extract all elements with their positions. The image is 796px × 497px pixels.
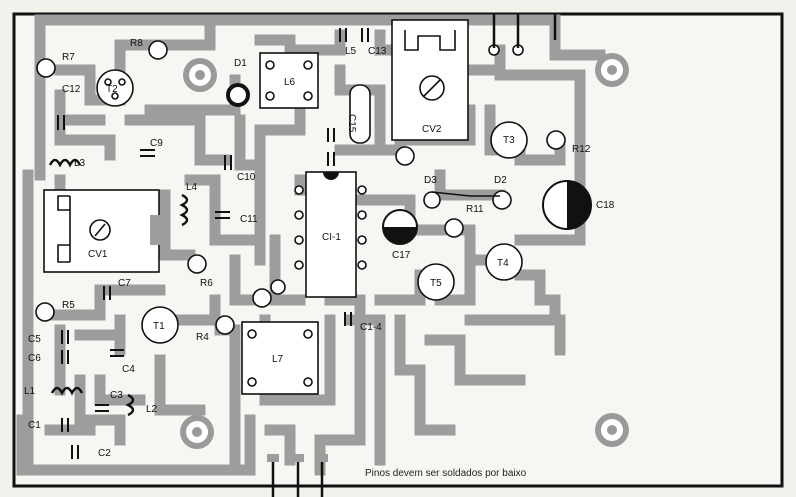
label-ci1: CI-1 [322, 232, 341, 243]
label-d1: D1 [234, 58, 247, 69]
transistor-t3 [490, 121, 528, 159]
trimmer-capacitor-cv2 [391, 19, 469, 141]
label-d2: D2 [494, 175, 507, 186]
label-r5: R5 [62, 300, 75, 311]
coil-l3 [48, 158, 82, 168]
label-r11: R11 [466, 204, 484, 215]
label-cv1: CV1 [88, 249, 108, 260]
coil-l1 [50, 386, 84, 396]
label-c2: C2 [98, 448, 111, 459]
mounting-hole [180, 415, 214, 449]
label-c5: C5 [28, 334, 41, 345]
label-c17: C17 [392, 250, 411, 261]
header-pins [267, 14, 557, 497]
ceramic-capacitors [57, 28, 369, 459]
label-t5: T5 [430, 278, 442, 289]
label-l2: L2 [146, 404, 158, 415]
label-cv2: CV2 [422, 124, 442, 135]
label-c3: C3 [110, 390, 123, 401]
label-d3: D3 [424, 175, 437, 186]
transistor-t4 [485, 243, 523, 281]
label-c14: C1-4 [360, 322, 382, 333]
label-c7: C7 [118, 278, 131, 289]
electrolytic-capacitor-c17 [382, 209, 418, 245]
solder-note: Pinos devem ser soldados por baixo [365, 468, 527, 479]
component-labels: R7 C12 T2 R8 D1 L6 L5 C13 CV2 R12 T3 C9 … [24, 38, 615, 459]
label-r12: R12 [572, 144, 591, 155]
label-c9: C9 [150, 138, 163, 149]
label-l1: L1 [24, 386, 36, 397]
label-l7: L7 [272, 354, 284, 365]
label-c6: C6 [28, 353, 41, 364]
label-l4: L4 [186, 182, 198, 193]
label-t3: T3 [503, 135, 515, 146]
label-l3: L3 [74, 158, 86, 169]
label-t4: T4 [497, 258, 509, 269]
label-c12: C12 [62, 84, 81, 95]
mounting-hole [183, 58, 217, 92]
label-t1: T1 [153, 321, 165, 332]
coil-l6 [259, 52, 319, 109]
label-r8: R8 [130, 38, 143, 49]
label-c18: C18 [596, 200, 615, 211]
capacitor-c15 [349, 84, 371, 144]
label-r6: R6 [200, 278, 213, 289]
electrolytic-capacitor-c18 [542, 180, 592, 230]
label-c11: C11 [240, 214, 258, 225]
label-t2: T2 [106, 84, 118, 95]
integrated-circuit-ci1 [294, 171, 367, 298]
label-c15: C15 [346, 114, 357, 133]
label-l5: L5 [345, 46, 357, 57]
diode-d3 [431, 191, 471, 197]
label-l6: L6 [284, 77, 296, 88]
transistor-t5 [417, 263, 455, 301]
label-r7: R7 [62, 52, 75, 63]
label-c4: C4 [122, 364, 135, 375]
mounting-hole [595, 53, 629, 87]
trimmer-capacitor-cv1 [43, 189, 160, 273]
mounting-hole [595, 413, 629, 447]
label-r4: R4 [196, 332, 209, 343]
coil-l7 [241, 321, 319, 395]
transistor-t1 [141, 306, 179, 344]
coil-l2 [125, 393, 135, 417]
transistor-t2 [96, 69, 134, 107]
label-c10: C10 [237, 172, 256, 183]
coil-l4 [179, 193, 189, 227]
label-c1: C1 [28, 420, 41, 431]
label-c13: C13 [368, 46, 387, 57]
